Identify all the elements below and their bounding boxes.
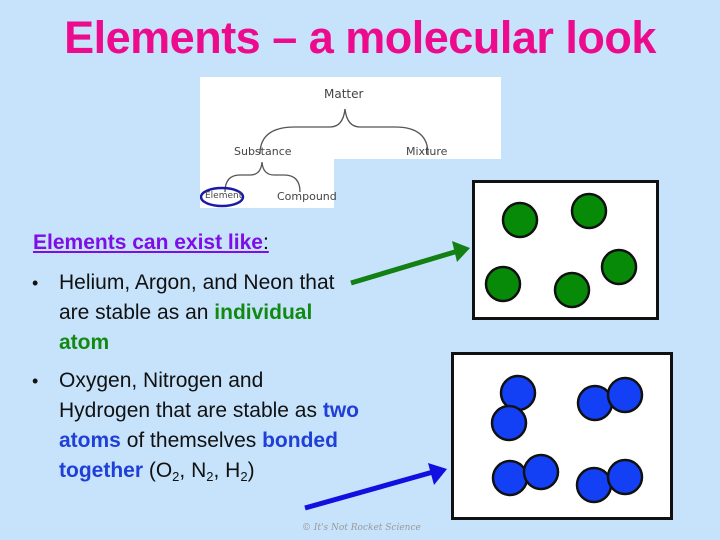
atom-icon [524, 455, 558, 489]
slide-title: Elements – a molecular look [0, 12, 720, 64]
bullet-item-single-atoms: • Helium, Argon, and Neon that are stabl… [30, 268, 360, 358]
atom-icon [577, 468, 611, 502]
atom-icon [608, 378, 642, 412]
bullet-text-middle: of themselves [127, 429, 257, 452]
diatomic-molecules-box [451, 352, 673, 520]
diagram-label-element: Element [205, 191, 242, 201]
diagram-label-substance: Substance [234, 145, 292, 158]
atom-icon [578, 386, 612, 420]
single-atoms-illustration [475, 183, 662, 323]
atom-icon [503, 203, 537, 237]
diatomic-molecules-illustration [454, 355, 676, 523]
bullet-list: • Helium, Argon, and Neon that are stabl… [30, 268, 360, 494]
chemical-formulas: (O2, N2, H2) [149, 459, 255, 482]
matter-classification-diagram: Matter Substance Mixture Element Compoun… [200, 77, 501, 208]
atom-icon [486, 267, 520, 301]
atom-icon [572, 194, 606, 228]
green-arrow-icon [351, 241, 470, 283]
atom-icon [608, 460, 642, 494]
diagram-label-compound: Compound [277, 190, 337, 203]
subheading: Elements can exist like: [33, 231, 269, 255]
subheading-text: Elements can exist like [33, 231, 263, 254]
atom-icon [493, 461, 527, 495]
bullet-dot: • [32, 268, 38, 298]
diagram-label-matter: Matter [324, 87, 363, 101]
diagram-label-mixture: Mixture [406, 145, 447, 158]
single-atoms-box [472, 180, 659, 320]
atom-icon [501, 376, 535, 410]
copyright-credit: © It's Not Rocket Science [302, 523, 421, 533]
bullet-item-diatomic: • Oxygen, Nitrogen and Hydrogen that are… [30, 366, 360, 486]
bullet-text: Oxygen, Nitrogen and Hydrogen that are s… [59, 369, 317, 422]
bullet-dot: • [32, 366, 38, 396]
subheading-colon: : [263, 231, 269, 254]
atom-icon [555, 273, 589, 307]
atom-icon [492, 406, 526, 440]
atom-icon [602, 250, 636, 284]
